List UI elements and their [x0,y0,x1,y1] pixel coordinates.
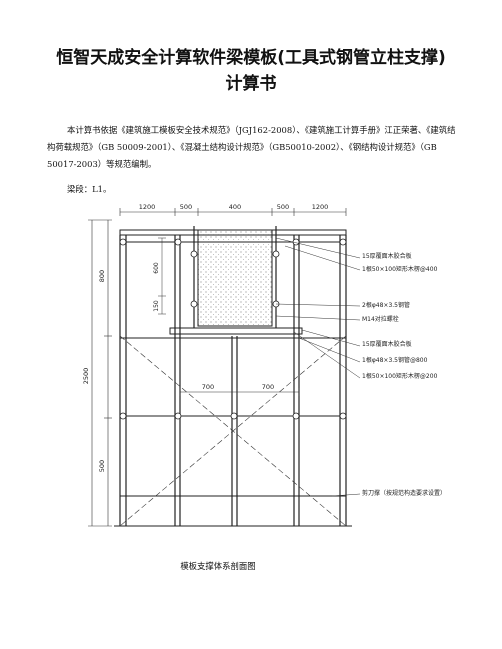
top-dim-2: 500 [180,203,192,211]
intro-text: 本计算书依据《建筑施工模板安全技术规范》（JGJ162-2008）、《建筑施工计… [47,125,456,169]
label-plywood-top: 15厚覆面木胶合板 [362,252,412,260]
left-dim-800: 800 [98,270,106,282]
inner-dim-600: 600 [153,262,160,274]
label-steel-pipe-2: 2根φ48×3.5钢管 [362,301,410,309]
bottom-dimension-line [179,388,300,396]
inner-dim-150: 150 [153,300,160,312]
label-steel-pipe-800: 1根φ48×3.5钢管@800 [362,356,428,364]
left-dim-2500: 2500 [82,368,90,385]
formwork-section-drawing: 1200 500 400 500 1200 800 2500 500 600 1… [82,203,446,527]
beam-bottom-plate [169,327,303,335]
bottom-dim-2: 700 [262,383,274,391]
beam-label-paragraph: 梁段：L1。 [67,181,483,198]
top-dim-4: 500 [277,203,289,211]
label-tie-bolt: M14对拉螺栓 [362,315,399,323]
inner-dimension-lines [158,237,166,315]
top-dim-5: 1200 [312,203,329,211]
left-dim-500: 500 [98,460,106,472]
pipe-clamps [119,238,347,420]
label-timber-400: 1根50×100矩形木楞@400 [362,265,438,273]
top-dim-1: 1200 [139,203,156,211]
label-plywood-bottom: 15厚覆面木胶合板 [362,340,412,348]
figure-caption: 模板支撑体系剖面图 [180,561,256,571]
document-title: 恒智天成安全计算软件梁模板(工具式钢管立柱支撑) [56,48,446,68]
intro-paragraph: 本计算书依据《建筑施工模板安全技术规范》（JGJ162-2008）、《建筑施工计… [47,122,463,173]
leader-lines [275,237,361,497]
beam-label: 梁段：L1。 [67,184,112,194]
label-scissor-brace: 剪刀撑（按规范构造要求设置） [362,489,446,497]
bottom-dim-1: 700 [202,383,214,391]
beam-concrete [197,229,273,327]
vertical-poles [119,235,347,526]
left-dimension-lines [88,219,112,527]
top-dim-3: 400 [229,203,241,211]
document-subtitle: 计算书 [225,74,277,94]
scissor-braces [119,335,347,527]
label-timber-200: 1根50×100矩形木楞@200 [362,372,438,380]
top-dimension-line [119,208,347,216]
